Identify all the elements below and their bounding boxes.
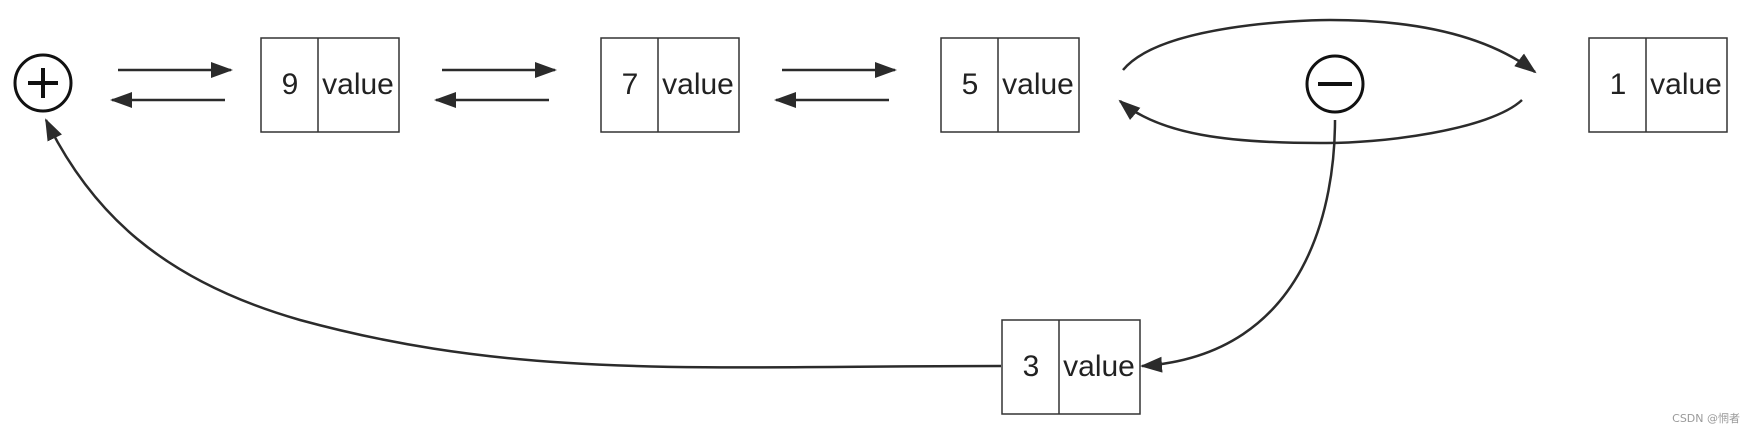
node-key: 7: [622, 68, 639, 101]
node-key: 1: [1610, 68, 1627, 101]
node-9: 9 value: [260, 37, 400, 133]
link-7-5: [774, 62, 897, 108]
node-value: value: [322, 68, 394, 101]
node-key: 5: [962, 68, 979, 101]
watermark: CSDN @惘者: [1672, 412, 1740, 425]
arrow-3-to-head: [44, 118, 1002, 369]
arrow-5-to-1: [1122, 18, 1537, 74]
link-head-9: [110, 62, 233, 108]
node-key: 9: [282, 68, 299, 101]
node-3: 3 value: [1001, 319, 1141, 415]
node-value: value: [1063, 350, 1135, 383]
minus-symbol: [1305, 54, 1365, 114]
node-1: 1 value: [1588, 37, 1728, 133]
link-5-1-bypass: [1118, 18, 1537, 145]
link-9-7: [434, 62, 557, 108]
node-key: 3: [1023, 350, 1040, 383]
plus-symbol: [13, 53, 73, 113]
node-value: value: [662, 68, 734, 101]
node-value: value: [1650, 68, 1722, 101]
arrow-1-to-5: [1118, 99, 1523, 145]
arrow-minus-to-3: [1140, 119, 1337, 373]
node-value: value: [1002, 68, 1074, 101]
node-5: 5 value: [940, 37, 1080, 133]
node-7: 7 value: [600, 37, 740, 133]
